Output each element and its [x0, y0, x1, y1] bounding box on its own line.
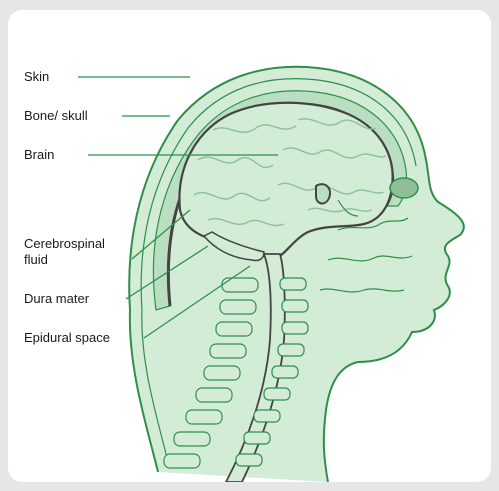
label-cerebrospinal-fluid: Cerebrospinal fluid — [24, 236, 144, 268]
label-skin: Skin — [24, 69, 49, 85]
figure-panel: Skin Bone/ skull Brain Cerebrospinal flu… — [8, 10, 491, 482]
label-dura-mater: Dura mater — [24, 291, 89, 307]
label-bone-skull: Bone/ skull — [24, 108, 88, 124]
label-brain: Brain — [24, 147, 54, 163]
label-epidural-space: Epidural space — [24, 330, 110, 346]
label-cerebrospinal-line2: fluid — [24, 252, 48, 267]
ear-region — [316, 184, 330, 203]
label-cerebrospinal-line1: Cerebrospinal — [24, 236, 105, 251]
eye — [390, 178, 418, 198]
